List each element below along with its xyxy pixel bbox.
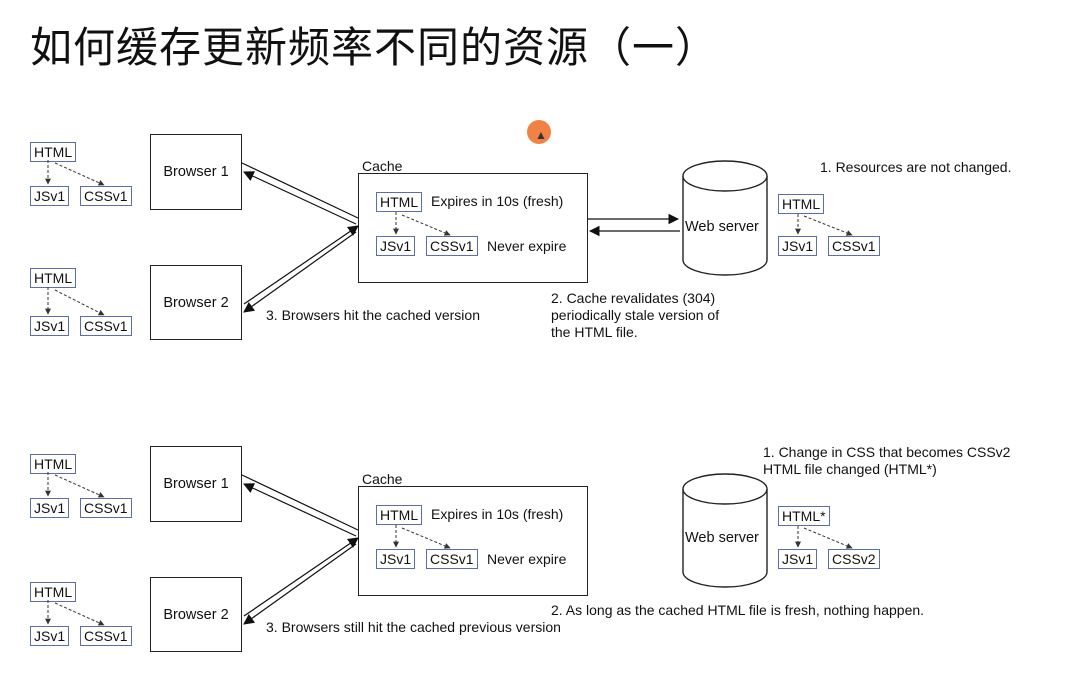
bottom-b1-out <box>241 474 359 531</box>
bottom-client1-js: JSv1 <box>30 498 70 518</box>
top-server-cylinder <box>682 160 768 276</box>
top-client1-js: JSv1 <box>30 186 70 206</box>
top-cache-box <box>358 173 588 283</box>
top-c1-css-dep <box>54 162 105 186</box>
top-client2-html: HTML <box>30 268 77 288</box>
top-c2-css-dep <box>54 289 105 316</box>
top-browser-2-label: Browser 2 <box>163 294 229 311</box>
top-cache-css: CSSv1 <box>426 236 478 256</box>
top-cache-never-expire: Never expire <box>487 238 567 254</box>
bottom-browser-2-label: Browser 2 <box>163 606 229 623</box>
bottom-server-js: JSv1 <box>778 549 818 569</box>
top-server-html: HTML <box>778 194 825 214</box>
bottom-note-1-line-1: 1. Change in CSS that becomes CSSv2 <box>763 444 1011 460</box>
top-note-2-line-2: periodically stale version of <box>551 307 720 324</box>
cursor-pointer-icon: ▲ <box>535 128 547 142</box>
bottom-c1-css-dep <box>54 474 105 498</box>
bottom-server-css-dep <box>803 527 853 549</box>
bottom-client1-html: HTML <box>30 454 77 474</box>
cursor-highlight <box>527 120 551 144</box>
top-b2-in <box>243 231 357 313</box>
top-server-js: JSv1 <box>778 236 818 256</box>
bottom-cache-label: Cache <box>362 471 403 487</box>
bottom-cache-html: HTML <box>376 505 423 525</box>
top-browser-1: Browser 1 <box>150 134 242 210</box>
top-b1-out <box>241 162 359 219</box>
bottom-cache-html-note: Expires in 10s (fresh) <box>431 506 564 522</box>
bottom-note-1-line-2: HTML file changed (HTML*) <box>763 461 937 478</box>
top-cache-html-note: Expires in 10s (fresh) <box>431 193 564 209</box>
bottom-cache-never-expire: Never expire <box>487 551 567 567</box>
top-note-2-line-3: the HTML file. <box>551 324 638 341</box>
bottom-cache-box <box>358 486 588 596</box>
top-note-3: 3. Browsers hit the cached version <box>266 307 480 323</box>
bottom-c2-css-dep <box>54 602 105 626</box>
bottom-server-label-overlay: Web server <box>685 530 759 546</box>
bottom-cache-css: CSSv1 <box>426 549 478 569</box>
bottom-browser-1: Browser 1 <box>150 446 242 522</box>
bottom-note-3: 3. Browsers still hit the cached previou… <box>266 619 561 635</box>
top-note-2: 2. Cache revalidates (304) periodically … <box>551 290 719 341</box>
top-client2-css: CSSv1 <box>80 316 132 336</box>
bottom-b2-in <box>243 543 357 625</box>
top-cache-html: HTML <box>376 192 423 212</box>
bottom-browser-1-label: Browser 1 <box>163 476 229 492</box>
bottom-server-html: HTML* <box>778 506 830 526</box>
top-server-css-dep <box>803 215 853 236</box>
top-b2-out <box>243 225 359 305</box>
top-cache-label: Cache <box>362 158 403 174</box>
bottom-client2-js: JSv1 <box>30 626 70 646</box>
bottom-server-css: CSSv2 <box>828 549 880 569</box>
bottom-b1-in <box>243 483 357 537</box>
top-cache-js: JSv1 <box>376 236 416 256</box>
top-server-css: CSSv1 <box>828 236 880 256</box>
bottom-client1-css: CSSv1 <box>80 498 132 518</box>
top-b1-in <box>243 171 357 225</box>
bottom-client2-css: CSSv1 <box>80 626 132 646</box>
top-client2-js: JSv1 <box>30 316 70 336</box>
top-note-1: 1. Resources are not changed. <box>820 159 1012 175</box>
top-client1-css: CSSv1 <box>80 186 132 206</box>
top-browser-1-label: Browser 1 <box>163 164 229 180</box>
bottom-b2-out <box>243 537 359 617</box>
page-title: 如何缓存更新频率不同的资源（一） <box>30 23 719 72</box>
bottom-cache-js: JSv1 <box>376 549 416 569</box>
top-client1-html: HTML <box>30 142 77 162</box>
bottom-client2-html: HTML <box>30 582 77 602</box>
bottom-note-2: 2. As long as the cached HTML file is fr… <box>551 602 925 618</box>
bottom-note-1: 1. Change in CSS that becomes CSSv2 HTML… <box>763 444 1010 478</box>
top-browser-2: Browser 2 <box>150 265 242 340</box>
bottom-browser-2: Browser 2 <box>150 577 242 652</box>
top-server-label-overlay: Web server <box>685 219 759 235</box>
top-note-2-line-1: 2. Cache revalidates (304) <box>551 290 716 306</box>
